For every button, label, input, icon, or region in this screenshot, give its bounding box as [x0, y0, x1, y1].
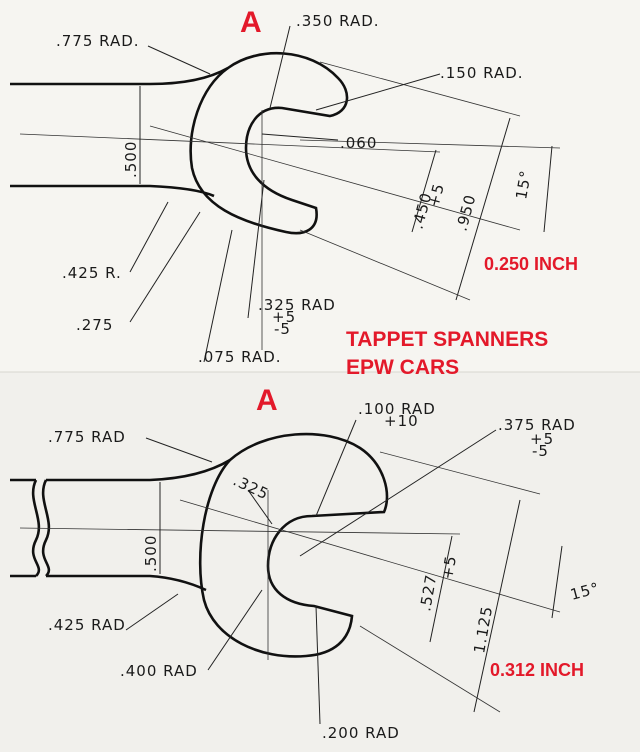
bottom-shank-break — [31, 479, 51, 577]
bottom-tip-tol-label: +10 — [384, 412, 419, 430]
top-size-label: 0.250 INCH — [484, 254, 578, 274]
title-line-1: TAPPET SPANNERS — [346, 328, 548, 351]
top-extension-line-2 — [299, 139, 561, 149]
bottom-spanner-drawing — [10, 419, 563, 725]
bottom-throat-leader — [247, 489, 273, 525]
bottom-section-letter: A — [256, 384, 278, 417]
top-gap-label: .060 — [340, 134, 377, 152]
top-neck-leader — [147, 45, 211, 75]
bottom-body-leader — [207, 589, 263, 671]
bottom-size-label: 0.312 INCH — [490, 660, 584, 680]
top-head-rad-leader — [269, 25, 291, 109]
bottom-shank-label: .500 — [142, 535, 160, 572]
top-shank-label: .500 — [122, 141, 140, 178]
bottom-jaw-rad-label: .375 RAD — [498, 416, 576, 434]
top-heel-leader — [129, 201, 169, 273]
top-angle-label: 15° — [512, 168, 535, 200]
top-head-rad-label: .350 RAD. — [296, 12, 380, 30]
top-jaw-tol-label: +5 — [424, 181, 448, 209]
top-gap-leader — [261, 133, 339, 141]
title-line-2: EPW CARS — [346, 356, 459, 379]
bottom-neck-rad-label: .775 RAD — [48, 428, 126, 446]
bottom-centerline-angled — [179, 499, 561, 613]
top-mouth-tol-minus: -5 — [274, 320, 291, 338]
bottom-jaw-tol-plus: +5 — [530, 430, 554, 448]
bottom-head-outline — [198, 432, 389, 658]
top-mouth-tol-plus: +5 — [272, 308, 296, 326]
bottom-extension-line-2 — [359, 625, 501, 713]
top-extension-line-1 — [319, 61, 521, 117]
bottom-jaw-tol-minus: -5 — [532, 442, 549, 460]
top-corner-rad-label: .075 RAD. — [198, 348, 282, 366]
top-neck-rad-label: .775 RAD. — [56, 32, 140, 50]
top-spanner-drawing — [10, 25, 561, 363]
bottom-jaw-rad-leader — [299, 429, 497, 557]
top-angle-dimension-line — [543, 145, 553, 233]
top-jaw-tip-rad-label: .150 RAD. — [440, 64, 524, 82]
top-centerline-angled — [149, 125, 521, 231]
top-jaw-width-dimension-line — [411, 149, 437, 233]
bottom-jaw-width-tol-label: +5 — [438, 554, 460, 581]
bottom-tip-leader — [315, 419, 357, 517]
top-section-letter: A — [240, 6, 262, 39]
top-heel-rad-label: .425 R. — [62, 264, 122, 282]
bottom-heel-leader — [125, 593, 179, 631]
bottom-corner-rad-label: .200 RAD — [322, 724, 400, 742]
bottom-across-dimension-line — [473, 499, 521, 713]
top-corner-leader — [203, 229, 233, 363]
top-tip-rad-leader — [315, 73, 441, 111]
bottom-neck-leader — [145, 437, 213, 463]
bottom-heel-rad-label: .425 RAD — [48, 616, 126, 634]
bottom-body-rad-label: .400 RAD — [120, 662, 198, 680]
top-throat-leader — [129, 211, 201, 323]
bottom-shank-outline — [10, 458, 231, 592]
top-across-dimension-line — [455, 117, 511, 301]
bottom-jaw-width-dimension-line — [429, 535, 453, 643]
top-throat-label: .275 — [76, 316, 113, 334]
bottom-tip-rad-label: .100 RAD — [358, 400, 436, 418]
top-centerline-horizontal — [19, 133, 441, 153]
bottom-corner-leader — [315, 605, 321, 725]
top-mouth-leader — [247, 179, 265, 319]
bottom-angle-dimension-line — [551, 545, 563, 619]
bottom-centerline-horizontal — [19, 527, 461, 535]
top-mouth-rad-label: .325 RAD — [258, 296, 336, 314]
top-extension-line-3 — [299, 229, 471, 301]
bottom-extension-line-1 — [379, 451, 541, 495]
top-shank-outline — [10, 66, 229, 198]
